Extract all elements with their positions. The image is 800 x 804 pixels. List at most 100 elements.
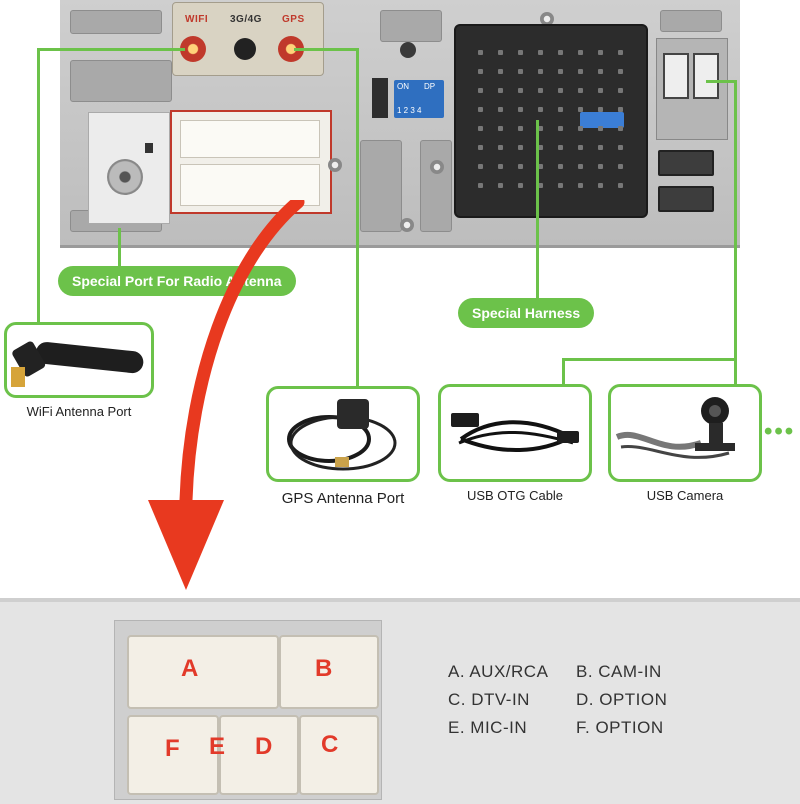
radio-callout-line: [118, 228, 121, 268]
harness-callout-line: [536, 120, 539, 300]
harness-pin: [498, 50, 503, 55]
wifi-antenna-box: [4, 322, 154, 398]
more-accessories-icon: •••: [764, 418, 796, 445]
harness-pin: [518, 50, 523, 55]
plug-d: [219, 715, 299, 795]
harness-pin: [578, 69, 583, 74]
harness-pin: [518, 69, 523, 74]
usb-port-housing: [656, 38, 728, 140]
harness-pin: [578, 50, 583, 55]
harness-pin: [538, 88, 543, 93]
panel-rib: [380, 10, 442, 42]
harness-pin: [618, 107, 623, 112]
usb-camera-caption: USB Camera: [646, 488, 724, 503]
dip-switch[interactable]: ON DP 1 2 3 4: [394, 80, 444, 118]
harness-pin: [538, 183, 543, 188]
harness-pin: [598, 164, 603, 169]
usb-a-port-icon[interactable]: [658, 186, 714, 212]
screw-icon: [400, 218, 414, 232]
legend-item: A. AUX/RCA: [448, 662, 549, 681]
harness-pin: [598, 183, 603, 188]
panel-rib: [420, 140, 452, 232]
connector-letter: B: [315, 655, 333, 682]
harness-pin: [578, 164, 583, 169]
harness-connector: [454, 24, 648, 218]
legend-item: C. DTV-IN: [448, 690, 530, 709]
harness-pin: [498, 88, 503, 93]
usb-camera-icon: [615, 397, 735, 459]
screw-icon: [540, 12, 554, 26]
harness-pin: [498, 164, 503, 169]
harness-pin: [578, 126, 583, 131]
usb-otg-box: [438, 384, 592, 482]
plug-b: [279, 635, 379, 709]
harness-pin: [598, 69, 603, 74]
plug-f-e: [127, 715, 219, 795]
wifi-antenna-caption: WiFi Antenna Port: [26, 404, 132, 419]
screw-icon: [400, 42, 416, 58]
wifi-callout-line: [37, 48, 185, 51]
connector-letter: C: [321, 731, 339, 758]
legend-item: B. CAM-IN: [576, 662, 662, 681]
4g-port-label: 3G/4G: [230, 14, 262, 25]
wifi-port-label: WIFI: [185, 14, 209, 25]
harness-pin: [478, 183, 483, 188]
panel-rib: [660, 10, 722, 32]
gps-port-label: GPS: [282, 14, 305, 25]
gps-callout-line: [356, 48, 359, 388]
screw-icon: [328, 158, 342, 172]
harness-pin: [518, 126, 523, 131]
usb-callout-line: [562, 358, 737, 361]
harness-pin: [498, 183, 503, 188]
harness-callout: Special Harness: [458, 298, 595, 328]
harness-pin: [618, 126, 623, 131]
harness-pin: [598, 126, 603, 131]
panel-rib: [70, 60, 172, 102]
harness-pin: [478, 69, 483, 74]
harness-pin: [618, 145, 623, 150]
plug-a: [127, 635, 279, 709]
harness-pin: [598, 107, 603, 112]
harness-pin: [558, 107, 563, 112]
panel-rib: [70, 10, 162, 34]
harness-pin: [598, 88, 603, 93]
legend-item: E. MIC-IN: [448, 718, 528, 737]
device-back-panel: WIFI 3G/4G GPS ON DP 1 2 3 4: [60, 0, 740, 248]
harness-pin: [558, 88, 563, 93]
wifi-callout-line: [37, 48, 40, 324]
harness-pin: [578, 145, 583, 150]
connector-letter: D: [255, 733, 273, 760]
connector-row-top: [180, 120, 320, 158]
harness-pin: [478, 145, 483, 150]
connector-photo: A B F E D C: [114, 620, 382, 800]
harness-pin: [478, 50, 483, 55]
4g-port-icon[interactable]: [234, 38, 256, 60]
gps-antenna-box: [266, 386, 420, 482]
dip-dp-label: DP: [424, 82, 436, 91]
harness-pin: [478, 164, 483, 169]
connector-letter: A: [181, 655, 199, 682]
harness-pin: [478, 107, 483, 112]
harness-pin: [518, 107, 523, 112]
panel-rib: [360, 140, 402, 232]
led-strip: [372, 78, 388, 118]
harness-pin: [618, 69, 623, 74]
aux-connector-block: [170, 110, 332, 214]
usb-cable-icon: [451, 413, 579, 453]
usb-port-icon[interactable]: [663, 53, 689, 99]
harness-pin: [558, 164, 563, 169]
gps-callout-line: [294, 48, 358, 51]
connector-letter: F: [165, 735, 180, 762]
usb-port-icon[interactable]: [693, 53, 719, 99]
gps-antenna-caption: GPS Antenna Port: [281, 490, 405, 507]
harness-pin: [498, 107, 503, 112]
usb-a-port-icon[interactable]: [658, 150, 714, 176]
harness-pin: [538, 145, 543, 150]
harness-pin: [578, 183, 583, 188]
radio-port-icon[interactable]: [107, 159, 143, 195]
harness-pin: [538, 50, 543, 55]
harness-pin: [498, 126, 503, 131]
harness-pin: [498, 145, 503, 150]
harness-pin: [618, 50, 623, 55]
harness-pin: [578, 88, 583, 93]
